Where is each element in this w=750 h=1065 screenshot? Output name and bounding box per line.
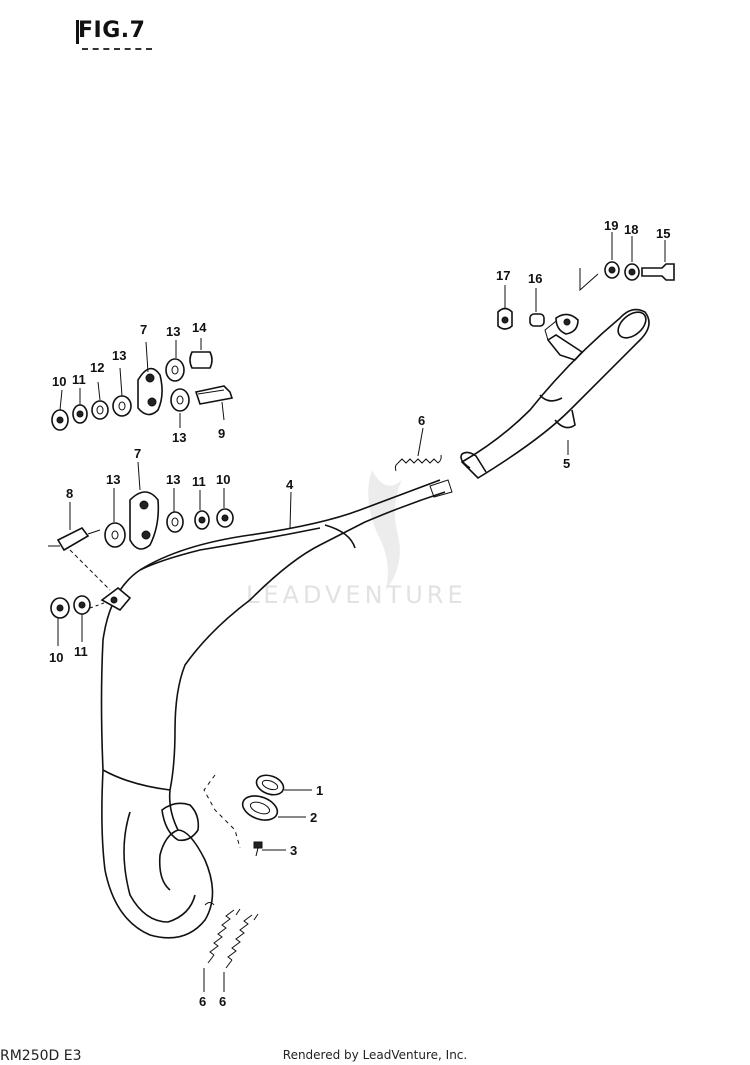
callout-label: 13 — [172, 430, 186, 445]
callout-label: 5 — [563, 456, 570, 471]
callout-label: 7 — [140, 322, 147, 337]
callout-label: 7 — [134, 446, 141, 461]
callout-label: 19 — [604, 218, 618, 233]
hardware-upper-left — [51, 351, 234, 431]
callout-label: 6 — [219, 994, 226, 1009]
footer-credit: Rendered by LeadVenture, Inc. — [282, 1048, 468, 1062]
exhaust-chamber — [100, 479, 453, 939]
figure-title: FIG.7 — [78, 18, 146, 43]
callout-label: 6 — [199, 994, 206, 1009]
callout-label: 13 — [166, 324, 180, 339]
gasket-1 — [255, 774, 285, 796]
spring-upper — [394, 454, 442, 472]
callout-label: 18 — [624, 222, 638, 237]
callout-label: 1 — [316, 783, 323, 798]
callout-label: 6 — [418, 413, 425, 428]
leader-gaskets — [203, 774, 241, 849]
muffler — [460, 308, 650, 480]
watermark-text: LEADVENTURE — [246, 581, 467, 609]
figure-title-underline — [82, 48, 152, 50]
hardware-upper-right — [497, 261, 675, 335]
callout-label: 13 — [166, 472, 180, 487]
hardware-lower-left — [50, 549, 132, 619]
callout-label: 14 — [192, 320, 207, 335]
callout-label: 3 — [290, 843, 297, 858]
model-code: RM250D E3 — [0, 1048, 82, 1064]
callout-label: 17 — [496, 268, 510, 283]
callout-label: 11 — [74, 644, 88, 659]
callout-label: 12 — [90, 360, 104, 375]
callout-label: 11 — [192, 474, 206, 489]
callout-label: 15 — [656, 226, 670, 241]
callout-label: 13 — [106, 472, 120, 487]
callout-label: 4 — [286, 477, 294, 492]
watermark: LEADVENTURE — [246, 470, 467, 609]
spring-lower-left — [207, 908, 241, 964]
figure-title-bar — [76, 20, 79, 44]
callout-label: 10 — [52, 374, 66, 389]
gasket-2 — [241, 795, 279, 821]
callout-label: 8 — [66, 486, 73, 501]
leader-lines — [57, 232, 666, 992]
callout-label: 9 — [218, 426, 225, 441]
callout-label: 11 — [72, 372, 86, 387]
callout-label: 10 — [49, 650, 63, 665]
callout-label: 10 — [216, 472, 230, 487]
spring-lower-right — [225, 913, 259, 969]
callout-label: 13 — [112, 348, 126, 363]
callout-label: 2 — [310, 810, 317, 825]
callout-label: 16 — [528, 271, 542, 286]
bolt-3 — [253, 841, 263, 857]
callout-labels: 1 2 3 4 5 6 6 6 7 7 8 9 10 10 10 11 11 1… — [49, 218, 670, 1009]
hardware-middle-left — [48, 491, 234, 552]
